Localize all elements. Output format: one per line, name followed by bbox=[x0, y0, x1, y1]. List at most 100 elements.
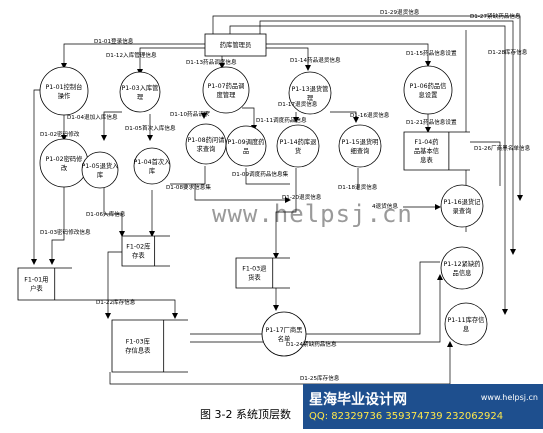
process-circle bbox=[261, 311, 307, 357]
banner-title: 星海毕业设计网 bbox=[309, 392, 407, 408]
store-outline bbox=[235, 257, 290, 289]
site-banner[interactable]: 星海毕业设计网 www.helpsj.cn QQ: 82329736 35937… bbox=[303, 384, 543, 429]
store-label: 息表 bbox=[420, 155, 433, 164]
flow-line-top-3 bbox=[229, 25, 508, 315]
flow-line-d109 bbox=[245, 168, 290, 185]
label-d120: D1-20退货信息 bbox=[282, 193, 322, 201]
label-d112: D1-12入库管理信息 bbox=[106, 51, 157, 59]
process-label: P1-09调度药 bbox=[228, 137, 265, 146]
store-outline bbox=[17, 267, 72, 301]
store-label: 品基本信 bbox=[414, 146, 439, 155]
process-circle bbox=[403, 65, 453, 115]
process-label: 品 bbox=[243, 147, 249, 155]
label-d129: D1-29退货信息 bbox=[380, 8, 420, 16]
flow-line-p114-f103 bbox=[273, 168, 297, 259]
process-circle bbox=[81, 151, 119, 189]
label-d105: D1-05首次入库信息 bbox=[125, 124, 176, 132]
label-d110: D1-10药品请求 bbox=[170, 110, 210, 118]
process-label: P1-16退货记 bbox=[444, 197, 482, 206]
banner-qq: QQ: 82329736 359374739 232062924 bbox=[309, 411, 504, 422]
flow-lines bbox=[31, 15, 523, 385]
process-label: 品信息 bbox=[453, 268, 472, 277]
flow-line-collect bbox=[194, 184, 291, 203]
store-label: 存表 bbox=[132, 251, 145, 260]
flow-line-d116 bbox=[330, 111, 359, 123]
store-label: F1-03库 bbox=[126, 337, 150, 346]
flow-line-d103 bbox=[49, 186, 65, 265]
process-label: 改 bbox=[61, 163, 68, 172]
process-label: P1-14药库退 bbox=[280, 137, 318, 146]
label-d109: D1-09调度药品信息集 bbox=[232, 170, 289, 178]
label-d128: D1-28库存信息 bbox=[488, 48, 528, 56]
process-label: 理 bbox=[137, 93, 144, 101]
label-d104: D1-04退加入库信息 bbox=[67, 113, 118, 121]
process-label: 细查询 bbox=[351, 146, 370, 155]
label-d118: D1-18退货信息 bbox=[338, 183, 378, 191]
store-label: 户表 bbox=[30, 284, 43, 293]
process-label: 操作 bbox=[58, 91, 71, 100]
store-label: 存信息表 bbox=[125, 346, 151, 355]
process-label: P1-04首次入 bbox=[134, 157, 172, 166]
process-circle bbox=[185, 123, 227, 165]
process-label: P1-08药问请 bbox=[188, 135, 226, 144]
process-circle bbox=[288, 71, 332, 115]
process-circle bbox=[202, 66, 250, 114]
process-label: 货 bbox=[295, 146, 301, 155]
entity-pharmacy-admin: 药库管理员 bbox=[204, 33, 267, 57]
flow-line-d111 bbox=[242, 107, 257, 131]
process-label: 录查询 bbox=[453, 206, 472, 215]
flow-labels: D1-29退货信息 D1-27紧缺药品信息 D1-28库存信息 D1-01登录信… bbox=[40, 8, 531, 382]
label-d106: D1-06入库信息 bbox=[86, 210, 126, 218]
process-label: 理 bbox=[307, 94, 314, 102]
process-label: P1-02密码修 bbox=[46, 154, 84, 163]
process-label: 息 bbox=[463, 324, 469, 333]
label-d101: D1-01登录信息 bbox=[94, 37, 134, 45]
flow-line-d124 bbox=[190, 274, 443, 343]
label-d108: D1-08要求信息集 bbox=[166, 183, 211, 191]
store-label: F1-03退 bbox=[242, 264, 267, 273]
label-d103: D1-03密码修改信息 bbox=[40, 228, 91, 236]
process-label: P1-07药品调 bbox=[208, 81, 245, 90]
figure-caption: 图 3-2 系统顶层数 bbox=[200, 408, 291, 421]
process-label: P1-13退货管 bbox=[292, 84, 329, 93]
label-d111: D1-11调度药品信息 bbox=[256, 116, 307, 124]
process-circle bbox=[133, 147, 171, 185]
flow-line-top-1 bbox=[212, 15, 523, 201]
label-d113: D1-13药品调度信息 bbox=[186, 58, 237, 66]
flow-line-top-2 bbox=[259, 20, 516, 255]
watermark-text: www.helpsj.cn bbox=[212, 200, 413, 228]
store-outline bbox=[111, 319, 188, 373]
flow-line-d101 bbox=[61, 43, 205, 69]
flow-line-d114 bbox=[266, 47, 311, 71]
process-circle bbox=[119, 71, 161, 113]
process-label: P1-12紧缺药 bbox=[444, 259, 481, 268]
process-label: 库 bbox=[97, 170, 103, 179]
store-label: F1-01用 bbox=[24, 276, 48, 284]
label-d116: D1-16退货信息 bbox=[350, 111, 390, 119]
flow-line-d104 bbox=[101, 111, 122, 141]
process-label: 息设置 bbox=[419, 90, 438, 99]
banner-url[interactable]: www.helpsj.cn bbox=[480, 393, 538, 402]
label-d102: D1-02密码修改 bbox=[40, 130, 80, 138]
process-label: P1-06药品信 bbox=[410, 81, 447, 90]
flow-line-d110 bbox=[201, 111, 210, 119]
flow-line-d115 bbox=[266, 43, 431, 67]
flow-line-d106 bbox=[103, 186, 125, 237]
label-d115: D1-15药品信息设置 bbox=[406, 49, 457, 57]
store-outline bbox=[403, 131, 470, 171]
